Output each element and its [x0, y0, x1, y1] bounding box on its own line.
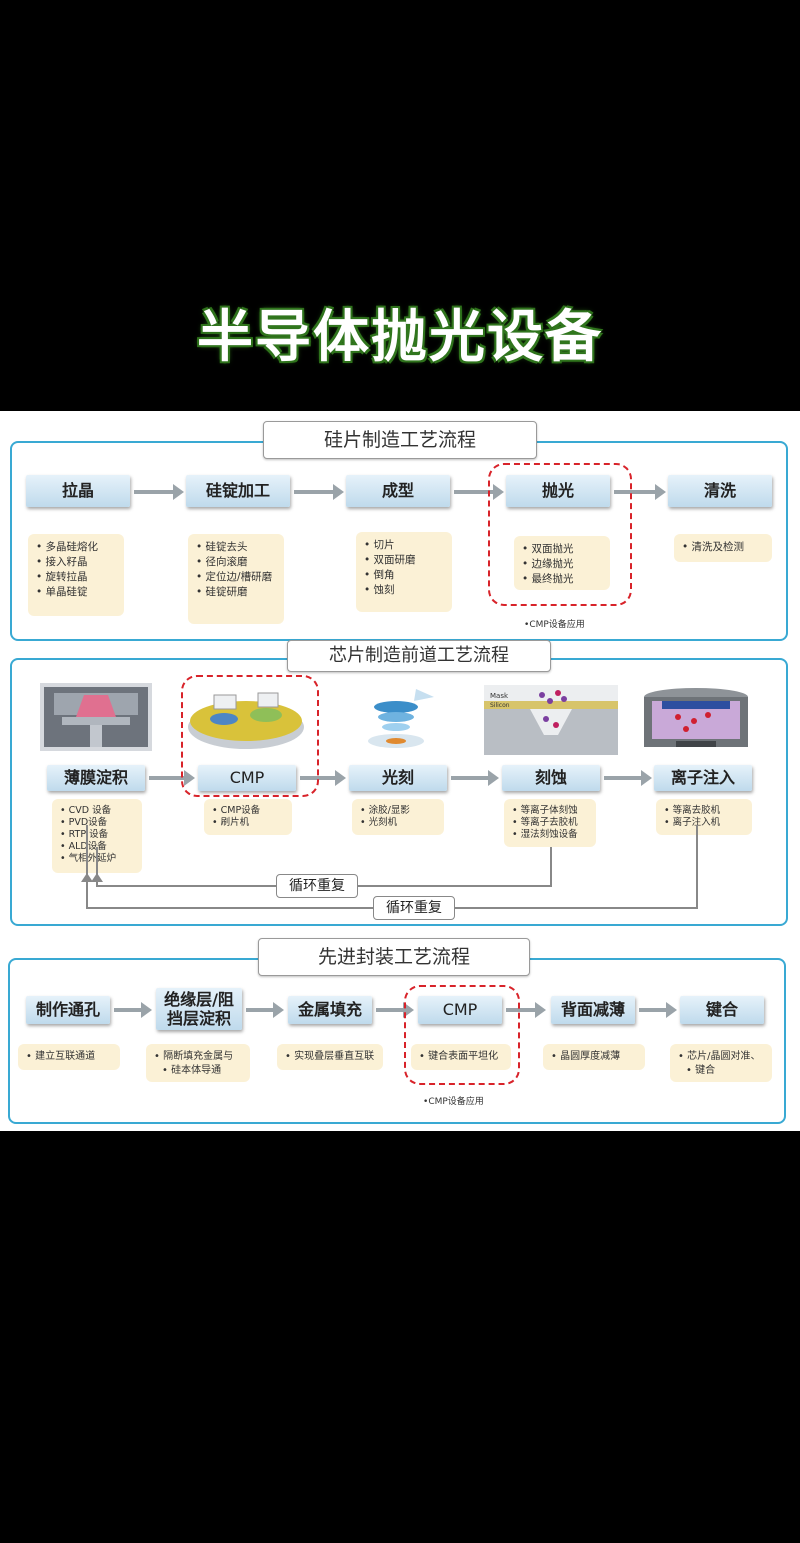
lithography-illustration [368, 689, 434, 748]
pkg-step-bonding: 键合 [680, 996, 764, 1024]
frontend-step-implant: 离子注入 [654, 765, 752, 791]
wafer-step-shaping: 成型 [346, 475, 450, 507]
frontend-step-deposition: 薄膜淀积 [47, 765, 145, 791]
flow-arrow [376, 1002, 414, 1018]
loop-outer-arrow [81, 873, 93, 882]
frontend-list-implant: 等离去胶机离子注入机 [656, 799, 752, 835]
pkg-list-metal-fill: 实现叠层垂直互联 [277, 1044, 383, 1070]
wafer-step-ingot: 硅锭加工 [186, 475, 290, 507]
headline: 半导体抛光设备 [197, 305, 603, 370]
pkg-list-thinning: 晶圆厚度减薄 [543, 1044, 645, 1070]
etch-mask-label: Mask [490, 692, 509, 700]
pkg-list-bonding-cont: 键合 [678, 1064, 764, 1078]
flow-arrow [451, 770, 499, 786]
frontend-list-litho: 涂胶/显影光刻机 [352, 799, 444, 835]
frontend-list-cmp: CMP设备刷片机 [204, 799, 292, 835]
loop-outer-label: 循环重复 [373, 896, 455, 920]
pkg-step-barrier-line1: 绝缘层/阻 [164, 990, 234, 1009]
diagram-sheet: 硅片制造工艺流程 拉晶 硅锭加工 成型 抛光 清洗 多晶硅熔化接入籽晶 旋转拉晶… [0, 411, 800, 1131]
cmp-highlight [488, 463, 632, 606]
pkg-step-via: 制作通孔 [26, 996, 110, 1024]
flow-arrow [604, 770, 652, 786]
cmp-highlight [181, 675, 319, 797]
frontend-step-etch: 刻蚀 [502, 765, 600, 791]
flow-arrow [614, 484, 666, 500]
loop-inner-arrow [91, 873, 103, 882]
packaging-panel-title: 先进封装工艺流程 [258, 938, 530, 976]
pkg-step-cmp: CMP [418, 996, 502, 1024]
wafer-step-pulling: 拉晶 [26, 475, 130, 507]
flow-arrow [114, 1002, 152, 1018]
cmp-machine-illustration [188, 692, 304, 749]
frontend-step-cmp: CMP [198, 765, 296, 791]
wafer-step-clean: 清洗 [668, 475, 772, 507]
pkg-step-thinning: 背面减薄 [551, 996, 635, 1024]
wafer-list-clean: 清洗及检测 [674, 534, 772, 562]
flow-arrow [149, 770, 195, 786]
wafer-list-ingot: 硅锭去头径向滚磨 定位边/槽研磨硅锭研磨 [188, 534, 284, 624]
pkg-list-via: 建立互联通道 [18, 1044, 120, 1070]
flow-arrow [639, 1002, 677, 1018]
cmp-highlight [404, 985, 520, 1085]
etching-illustration: Mask Silicon [484, 685, 618, 755]
frontend-list-etch: 等离子体刻蚀等离子去胶机 湿法刻蚀设备 [504, 799, 596, 847]
pkg-list-barrier: 隔断填充金属与 硅本体导通 [146, 1044, 250, 1082]
pkg-step-barrier-line2: 挡层淀积 [166, 1009, 231, 1028]
wafer-panel-title: 硅片制造工艺流程 [263, 421, 537, 459]
wafer-list-polish: 双面抛光边缘抛光 最终抛光 [514, 536, 610, 590]
wafer-list-pulling: 多晶硅熔化接入籽晶 旋转拉晶单晶硅锭 [28, 534, 124, 616]
frontend-panel-title: 芯片制造前道工艺流程 [287, 640, 551, 672]
flow-arrow [246, 1002, 284, 1018]
wafer-step-polish: 抛光 [506, 475, 610, 507]
deposition-chamber-illustration [40, 683, 152, 751]
flow-arrow [454, 484, 504, 500]
loop-inner-label: 循环重复 [276, 874, 358, 898]
ion-implant-illustration [644, 688, 748, 747]
pkg-list-barrier-cont: 硅本体导通 [154, 1064, 242, 1078]
pkg-list-cmp: 键合表面平坦化 [411, 1044, 511, 1070]
flow-arrow [134, 484, 184, 500]
flow-arrow [294, 484, 344, 500]
cmp-note: CMP设备应用 [524, 617, 584, 630]
wafer-list-shaping: 切片双面研磨 倒角蚀刻 [356, 532, 452, 612]
frontend-step-litho: 光刻 [349, 765, 447, 791]
pkg-list-bonding: 芯片/晶圆对准、 键合 [670, 1044, 772, 1082]
pkg-step-metal-fill: 金属填充 [288, 996, 372, 1024]
flow-arrow [506, 1002, 546, 1018]
etch-silicon-label: Silicon [490, 702, 510, 709]
pkg-step-barrier: 绝缘层/阻 挡层淀积 [156, 988, 242, 1030]
cmp-note: CMP设备应用 [423, 1094, 483, 1107]
packaging-panel [8, 958, 786, 1124]
